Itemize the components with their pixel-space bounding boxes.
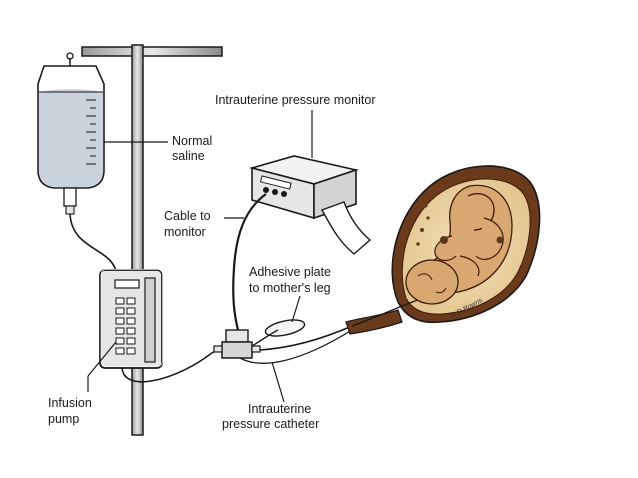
label-infusion-pump: Infusion pump	[48, 396, 95, 426]
pressure-catheter	[259, 325, 353, 351]
monitor-cable	[232, 193, 267, 331]
uterus-with-fetus	[345, 165, 541, 335]
label-normal-saline: Normal saline	[172, 134, 216, 163]
iv-pole	[81, 44, 223, 436]
recording-paper-strip	[320, 201, 372, 255]
infusion-pump	[99, 269, 163, 369]
iv-tubing	[69, 213, 117, 273]
pressure-monitor	[248, 155, 372, 255]
leader-lines	[87, 110, 313, 403]
label-pressure-monitor: Intrauterine pressure monitor	[215, 93, 376, 107]
pressure-catheter-lower	[239, 329, 353, 364]
transducer-connector	[213, 329, 261, 359]
label-adhesive-plate: Adhesive plate to mother's leg	[249, 265, 335, 295]
label-pressure-catheter: Intrauterine pressure catheter	[222, 402, 319, 431]
label-cable-to-monitor: Cable to monitor	[164, 209, 214, 239]
adhesive-plate	[251, 319, 306, 347]
saline-bag	[37, 52, 105, 215]
